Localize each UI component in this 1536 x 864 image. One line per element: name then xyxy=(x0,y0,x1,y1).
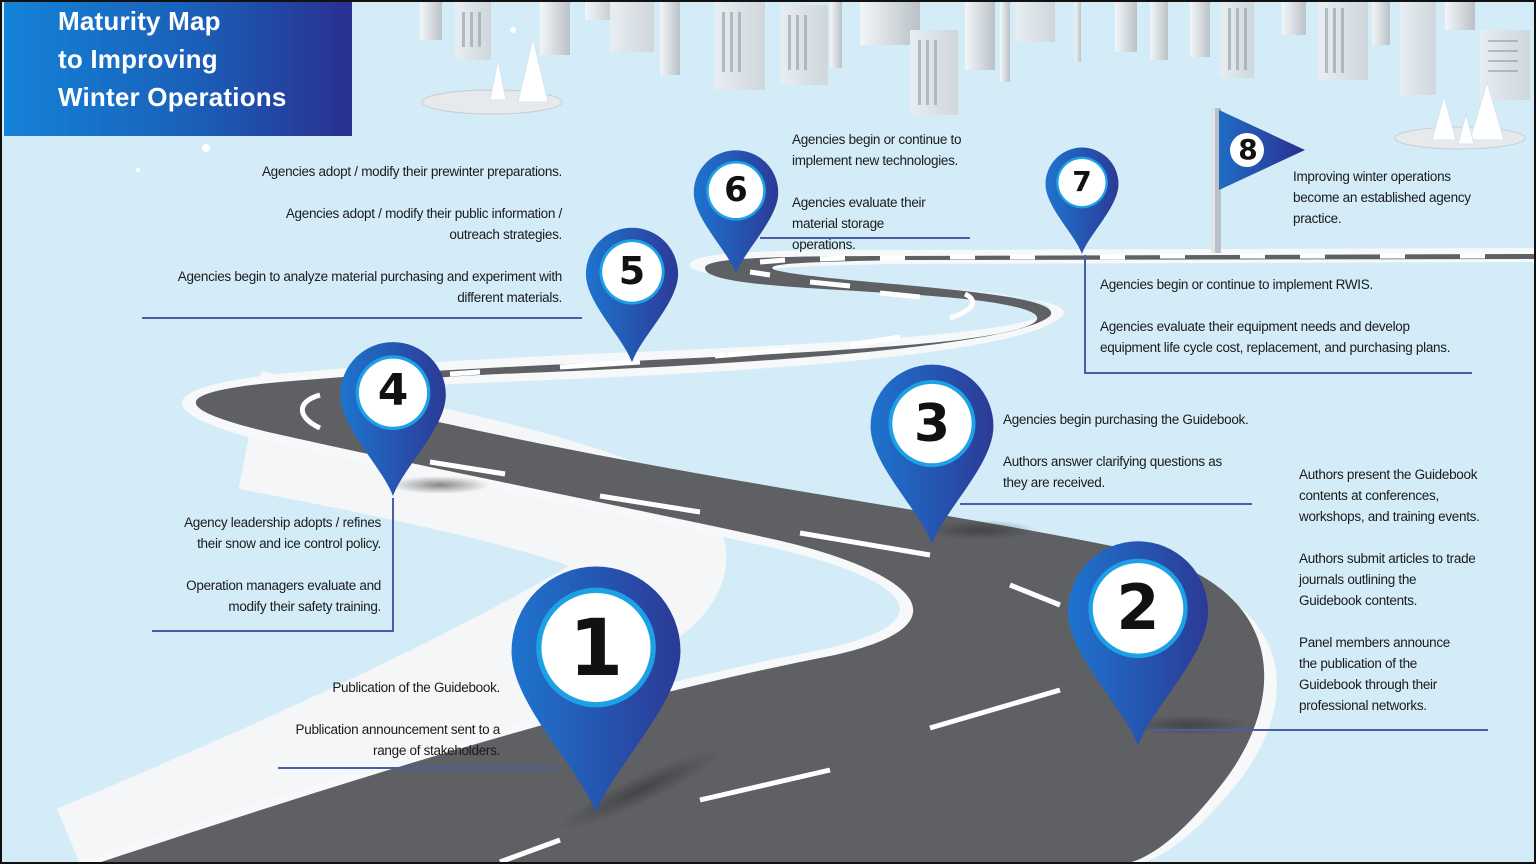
step-7-pin: 7 xyxy=(1044,145,1120,255)
step-1-divider xyxy=(278,767,558,769)
step-8-description: Improving winter operations become an es… xyxy=(1293,166,1493,229)
step-2-divider xyxy=(1150,729,1488,731)
page-title: Maturity Map to Improving Winter Operati… xyxy=(58,2,287,116)
step-5-divider xyxy=(142,317,582,319)
map-pin-icon xyxy=(1045,147,1119,254)
step-1-description: Publication of the Guidebook. Publicatio… xyxy=(280,677,501,761)
step-4-divider xyxy=(152,630,394,632)
title-line-1: Maturity Map xyxy=(58,6,221,36)
flag-pole xyxy=(1211,108,1221,253)
step-4-connector xyxy=(392,498,394,631)
flag-8-icon xyxy=(1219,110,1305,190)
step-6-description: Agencies begin or continue to implement … xyxy=(792,129,992,255)
step-2-pin: 2 xyxy=(1065,538,1211,746)
snowy-trees-left xyxy=(421,37,563,115)
step-6-item: Agencies begin or continue to implement … xyxy=(792,132,962,168)
step-7-item: Agencies begin or continue to implement … xyxy=(1100,277,1373,292)
step-1-pin: 1 xyxy=(508,563,684,813)
step-1-number: 1 xyxy=(568,604,624,694)
step-5-description: Agencies adopt / modify their prewinter … xyxy=(150,161,563,308)
map-pin-icon xyxy=(870,364,994,544)
city-skyline xyxy=(420,0,1530,115)
step-7-item: Agencies evaluate their equipment needs … xyxy=(1100,319,1451,355)
step-5-item: Agencies adopt / modify their public inf… xyxy=(285,206,562,242)
step-3-number: 3 xyxy=(913,394,951,454)
step-1-item: Publication of the Guidebook. xyxy=(332,680,500,695)
map-pin-icon xyxy=(693,150,779,274)
step-6-number: 6 xyxy=(724,170,748,210)
step-2-number: 2 xyxy=(1116,571,1160,644)
step-6-item: Agencies evaluate their material storage… xyxy=(792,195,926,252)
title-banner: Maturity Map to Improving Winter Operati… xyxy=(4,0,352,136)
step-7-description: Agencies begin or continue to implement … xyxy=(1100,274,1480,358)
map-pin-icon xyxy=(1067,541,1209,746)
step-8-item: Improving winter operations become an es… xyxy=(1293,169,1471,226)
step-3-pin: 3 xyxy=(868,362,996,544)
map-pin-icon xyxy=(340,342,446,497)
step-3-description: Agencies begin purchasing the Guidebook.… xyxy=(1003,409,1253,493)
title-line-3: Winter Operations xyxy=(58,82,287,112)
step-3-item: Authors answer clarifying questions as t… xyxy=(1003,454,1222,490)
step-6-pin: 6 xyxy=(692,148,780,274)
step-5-item: Agencies begin to analyze material purch… xyxy=(177,269,563,305)
snowy-trees-right xyxy=(1394,80,1526,150)
map-pin-icon xyxy=(511,566,681,813)
step-5-number: 5 xyxy=(618,249,646,293)
step-1-item: Publication announcement sent to a range… xyxy=(295,722,501,758)
step-4-item: Operation managers evaluate and modify t… xyxy=(186,578,381,614)
step-8-marker: 8 xyxy=(1230,130,1266,170)
step-2-item: Authors present the Guidebook contents a… xyxy=(1299,467,1480,524)
step-4-number: 4 xyxy=(377,365,409,416)
step-3-divider xyxy=(960,503,1252,505)
step-4-description: Agency leadership adopts / refines their… xyxy=(170,512,381,617)
step-4-item: Agency leadership adopts / refines their… xyxy=(184,515,381,551)
step-6-divider xyxy=(760,237,970,239)
step-5-pin: 5 xyxy=(584,225,680,363)
step-3-item: Agencies begin purchasing the Guidebook. xyxy=(1003,412,1249,427)
map-pin-icon xyxy=(585,227,679,363)
step-5-item: Agencies adopt / modify their prewinter … xyxy=(261,164,562,179)
step-8-number: 8 xyxy=(1238,133,1258,166)
step-7-number: 7 xyxy=(1072,165,1092,198)
step-7-connector xyxy=(1084,255,1086,373)
step-2-item: Authors submit articles to trade journal… xyxy=(1299,551,1476,608)
title-line-2: to Improving xyxy=(58,44,218,74)
step-2-item: Panel members announce the publication o… xyxy=(1299,635,1450,713)
step-4-pin: 4 xyxy=(338,338,448,498)
step-7-divider xyxy=(1084,372,1472,374)
step-2-description: Authors present the Guidebook contents a… xyxy=(1299,464,1494,716)
